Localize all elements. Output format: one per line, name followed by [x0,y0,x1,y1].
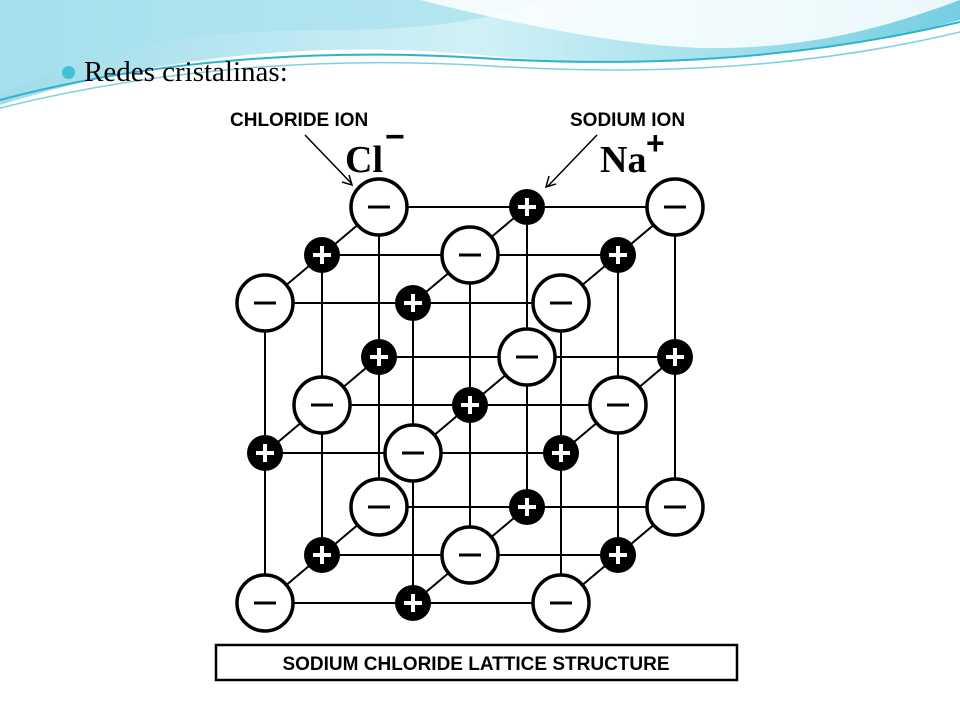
plus-icon [256,444,274,462]
chloride-ion [440,225,500,285]
plus-icon [313,246,331,264]
sodium-charge: + [646,125,665,161]
diagram-caption: SODIUM CHLORIDE LATTICE STRUCTURE [282,654,669,675]
sodium-symbol: Na [600,139,646,181]
nacl-lattice-diagram: CHLORIDE ION Cl − SODIUM ION Na + SODIUM… [200,92,760,692]
chloride-charge: − [385,118,405,156]
chloride-ion [645,477,705,537]
plus-icon [461,396,479,414]
chloride-ion [531,573,591,633]
sodium-ion [395,285,431,321]
chloride-ion [235,573,295,633]
slide-bullet-text: Redes cristalinas: [84,55,288,88]
sodium-ion [509,189,545,225]
chloride-ion [235,273,295,333]
sodium-ion [509,489,545,525]
sodium-arrowhead [544,175,557,189]
plus-icon [313,546,331,564]
bullet-row: Redes cristalinas: [62,52,288,92]
sodium-ion [247,435,283,471]
sodium-ion [452,387,488,423]
lattice-ions [235,177,705,633]
chloride-ion [292,375,352,435]
plus-icon [404,294,422,312]
plus-icon [609,246,627,264]
chloride-ion [645,177,705,237]
sodium-ion [304,537,340,573]
chloride-arrowhead [341,174,354,187]
caption-box [214,643,739,682]
chloride-ion-label: CHLORIDE ION [230,110,368,131]
plus-icon [609,546,627,564]
bullet-icon [62,65,75,79]
sodium-ion-label: SODIUM ION [570,110,685,131]
plus-icon [370,348,388,366]
chloride-symbol: Cl [345,139,383,181]
sodium-ion [657,339,693,375]
plus-icon [518,198,536,216]
chloride-ion [588,375,648,435]
chloride-ion [349,177,409,237]
sodium-ion [395,585,431,621]
sodium-ion [543,435,579,471]
chloride-ion [497,327,557,387]
sodium-ion [600,537,636,573]
plus-icon [666,348,684,366]
sodium-ion [600,237,636,273]
header-wave-decoration [0,0,960,109]
sodium-ion [304,237,340,273]
chloride-ion [440,525,500,585]
chloride-ion [531,273,591,333]
sodium-pointer-arrow [547,134,598,187]
plus-icon [518,498,536,516]
chloride-ion [349,477,409,537]
sodium-ion [361,339,397,375]
chloride-ion [383,423,443,483]
chloride-pointer-arrow [304,134,353,185]
plus-icon [404,594,422,612]
plus-icon [552,444,570,462]
